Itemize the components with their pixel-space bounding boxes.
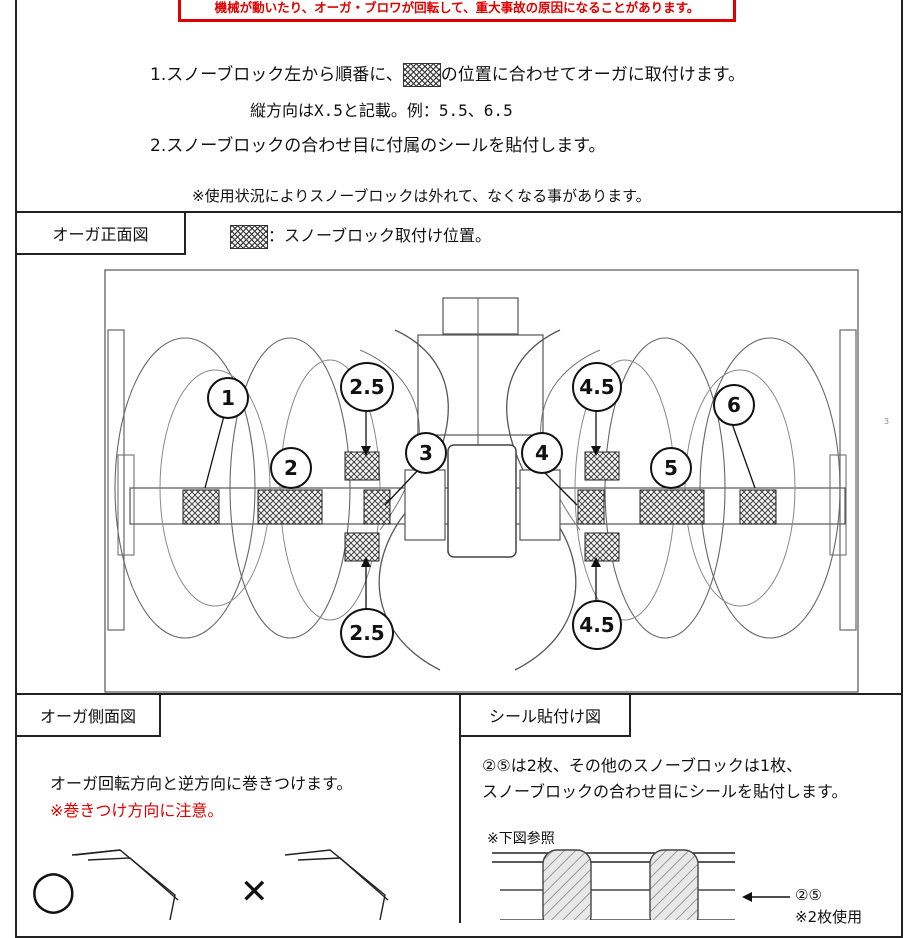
warning-banner: 機械が動いたり、オーガ・ブロワが回転して、重大事故の原因になることがあります。 <box>178 0 736 22</box>
front-view-title: オーガ正面図 <box>52 225 149 244</box>
usage-caution: ※使用状況によりスノーブロックは外れて、なくなる事があります。 <box>192 187 651 205</box>
seal-text-2: スノーブロックの合わせ目にシールを貼付します。 <box>482 782 848 801</box>
block-2-5-upper <box>344 451 380 481</box>
page-mark: 3 <box>884 417 890 426</box>
block-1 <box>182 489 220 525</box>
flight-1 <box>114 337 256 639</box>
seal-arrow-note: ※2枚使用 <box>795 908 863 926</box>
callout-4-5-lower: 4.5 <box>572 600 622 650</box>
callout-2-5-lower: 2.5 <box>340 608 394 658</box>
ng-mark: ✕ <box>240 872 269 912</box>
seal-ref: ※下図参照 <box>487 831 555 847</box>
ok-mark: ◯ <box>31 868 76 914</box>
block-2 <box>257 489 323 525</box>
callout-5: 5 <box>650 447 692 489</box>
side-view-title: オーガ側面図 <box>39 707 136 726</box>
legend-text: ：スノーブロック取付け位置。 <box>268 226 492 245</box>
gearbox-body <box>447 444 517 558</box>
housing-outline <box>104 269 859 693</box>
block-5 <box>639 489 705 525</box>
instruction-line-2: 2.スノーブロックの合わせ目に付属のシールを貼付します。 <box>150 136 606 156</box>
callout-2-5-upper: 2.5 <box>340 362 394 412</box>
block-4-5-upper <box>584 451 620 481</box>
flight-2 <box>229 337 351 639</box>
block-3 <box>363 489 391 525</box>
callout-4: 4 <box>521 432 563 474</box>
seal-text-1: ②⑤は2枚、その他のスノーブロックは1枚、 <box>482 756 803 775</box>
flight-5 <box>604 337 726 639</box>
callout-3: 3 <box>405 432 447 474</box>
tab-side-view: オーガ側面図 <box>15 693 161 737</box>
block-4-5-lower <box>584 532 620 562</box>
instruction-line-1: 1.スノーブロック左から順番に、 の位置に合わせてオーガに取付けます。 <box>150 60 745 87</box>
section-divider <box>15 211 903 213</box>
tab-front-view: オーガ正面図 <box>15 211 186 255</box>
instruction-1-prefix: 1.スノーブロック左から順番に、 <box>150 65 403 85</box>
instruction-1-suffix: の位置に合わせてオーガに取付けます。 <box>440 65 746 85</box>
block-2-5-lower <box>344 532 380 562</box>
legend-hatch-icon <box>230 224 268 249</box>
seal-arrow-label: ②⑤ <box>795 886 822 904</box>
callout-6: 6 <box>713 384 755 426</box>
callout-2: 2 <box>270 447 312 489</box>
warning-text: 機械が動いたり、オーガ・ブロワが回転して、重大事故の原因になることがあります。 <box>214 0 700 15</box>
legend: ：スノーブロック取付け位置。 <box>230 222 491 249</box>
side-view-caution: ※巻きつけ方向に注意。 <box>50 801 224 820</box>
side-view-text: オーガ回転方向と逆方向に巻きつけます。 <box>50 774 353 793</box>
tab-seal-view: シール貼付け図 <box>459 693 631 737</box>
callout-4-5-upper: 4.5 <box>572 362 622 412</box>
hatch-swatch-icon <box>402 63 441 87</box>
flight-6 <box>699 337 841 639</box>
seal-view-title: シール貼付け図 <box>488 707 601 726</box>
instruction-line-1-sub: 縦方向はX.5と記載。例：5.5、6.5 <box>250 101 513 120</box>
left-side-plate <box>107 329 125 631</box>
block-4 <box>577 489 605 525</box>
callout-1: 1 <box>207 377 249 419</box>
gearbox-top <box>442 297 519 335</box>
block-6 <box>739 489 777 525</box>
lower-column-divider <box>459 693 461 923</box>
